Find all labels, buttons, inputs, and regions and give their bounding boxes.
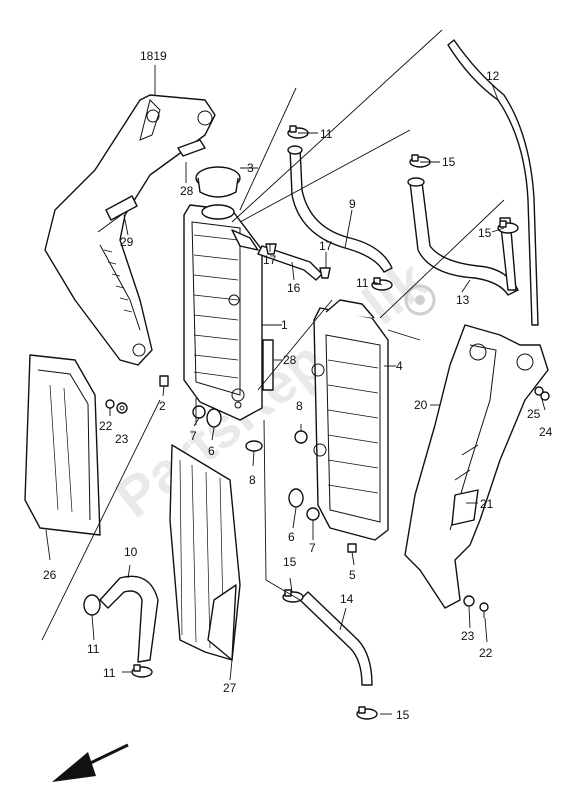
radiator-louver-27 (169, 444, 241, 661)
clamp-11-bottom (131, 664, 153, 678)
collar-6-left (206, 408, 222, 428)
washer-23-left (116, 402, 128, 414)
radiator-guard-left (24, 354, 101, 536)
callout-6-left: 6 (208, 444, 215, 458)
callout-29: 29 (120, 235, 134, 249)
adhesive-strip-28-lower (262, 339, 274, 391)
callout-7-right: 7 (309, 541, 316, 555)
right-radiator (311, 299, 389, 541)
callout-25: 25 (527, 407, 541, 421)
clamp-15-top (409, 154, 431, 168)
nut-2 (159, 375, 169, 387)
callout-17-right: 17 (319, 239, 333, 253)
callout-11-mid: 11 (356, 276, 369, 290)
callout-3: 3 (247, 161, 254, 175)
bolt-22-right (479, 602, 489, 618)
callout-8-left: 8 (249, 473, 256, 487)
callout-10: 10 (124, 545, 138, 559)
callout-23-left: 23 (115, 432, 129, 446)
callout-28-lower: 28 (283, 353, 297, 367)
callout-12: 12 (486, 69, 500, 83)
callout-22-left: 22 (99, 419, 113, 433)
grommet-7-left (192, 405, 206, 419)
callout-23-right: 23 (461, 629, 475, 643)
callout-2: 2 (159, 399, 166, 413)
callout-labels: 1819 12 11 3 15 28 9 29 15 17 17 16 11 1… (43, 49, 553, 722)
front-arrow-icon (52, 743, 129, 782)
callout-20: 20 (414, 398, 428, 412)
hose-10 (99, 575, 159, 663)
washer-8-right (294, 430, 308, 444)
radiator-cap (195, 166, 241, 198)
callout-1: 1 (281, 318, 288, 332)
callout-4: 4 (396, 359, 403, 373)
callout-26: 26 (43, 568, 57, 582)
bolt-25 (534, 386, 544, 396)
hose-9 (287, 145, 393, 273)
clamp-11-lower-left (83, 594, 101, 616)
callout-15-right: 15 (478, 226, 492, 240)
clamp-15-right (497, 220, 519, 234)
callout-14: 14 (340, 592, 354, 606)
hose-12 (447, 39, 539, 326)
bolt-22-left (105, 399, 115, 416)
left-radiator (183, 204, 263, 421)
callout-28-upper: 28 (180, 184, 194, 198)
clamp-15-bottom (356, 706, 378, 720)
clamp-11-top (287, 125, 309, 139)
clamp-17-left (265, 243, 277, 255)
callout-11-bottom: 11 (103, 666, 116, 680)
clamp-17-right (319, 267, 331, 279)
collar-6-right (288, 488, 304, 508)
callout-6-right: 6 (288, 530, 295, 544)
callout-15-lower: 15 (283, 555, 297, 569)
right-radiator-shroud (404, 324, 549, 609)
hose-13 (407, 177, 519, 296)
callout-15-bottom: 15 (396, 708, 410, 722)
adhesive-strip-28-upper (177, 139, 206, 157)
callout-24: 24 (539, 425, 553, 439)
callout-9: 9 (349, 197, 356, 211)
hose-14 (299, 591, 373, 686)
callout-18-19: 1819 (140, 49, 167, 63)
callout-13: 13 (456, 293, 470, 307)
grommet-7-right (306, 507, 320, 521)
callout-11-top: 11 (320, 127, 333, 141)
callout-17-left: 17 (263, 253, 277, 267)
washer-8-left (245, 440, 263, 452)
washer-23-right (463, 595, 475, 607)
callout-8-right: 8 (296, 399, 303, 413)
callout-22-right: 22 (479, 646, 493, 660)
leader-lines (41, 29, 546, 715)
callout-27: 27 (223, 681, 237, 695)
callout-5: 5 (349, 568, 356, 582)
callout-21: 21 (480, 497, 494, 511)
nut-5 (347, 543, 357, 553)
left-radiator-shroud (44, 94, 216, 366)
callout-16: 16 (287, 281, 301, 295)
callout-11-lower-left: 11 (87, 642, 100, 656)
callout-15-top: 15 (442, 155, 456, 169)
gear-icon (404, 284, 436, 316)
callout-7-left: 7 (190, 429, 197, 443)
pad-29 (105, 195, 138, 221)
